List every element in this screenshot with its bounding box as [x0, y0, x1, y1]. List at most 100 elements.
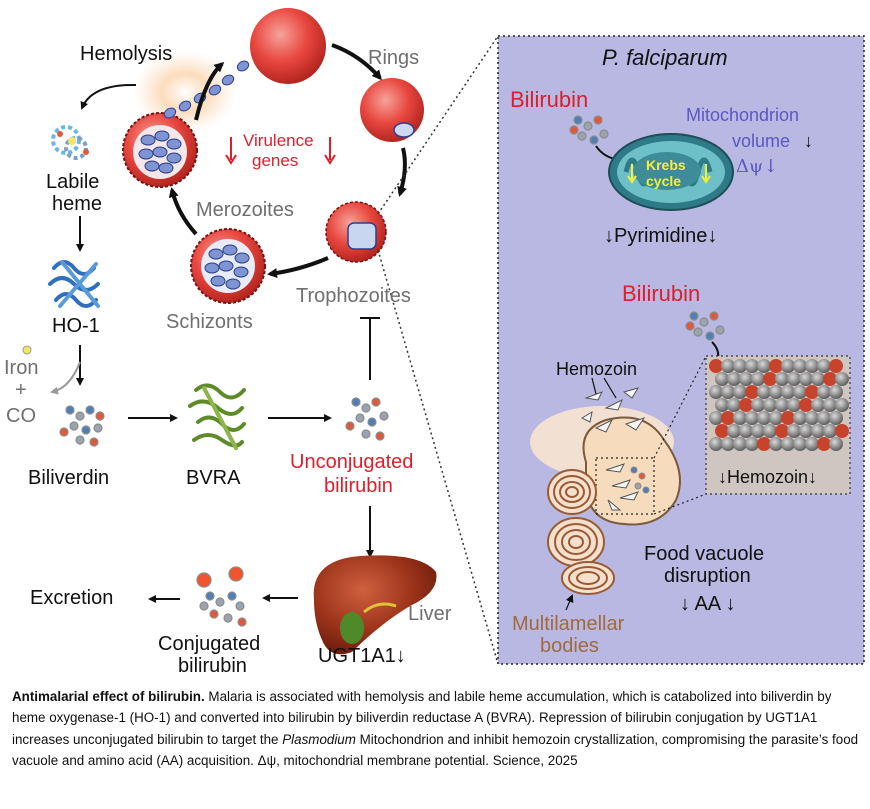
label-volume: volume: [732, 131, 791, 151]
red-blood-cell-icon: [190, 228, 266, 304]
hemozoin-sphere: [793, 411, 807, 425]
label-hemolysis: Hemolysis: [80, 43, 173, 65]
hemozoin-sphere: [769, 437, 783, 451]
hemozoin-sphere: [721, 359, 735, 373]
hemozoin-sphere: [727, 372, 741, 386]
label-excretion: Excretion: [30, 587, 114, 609]
hemozoin-crystal-icon: [709, 359, 849, 451]
hemozoin-sphere: [715, 424, 729, 438]
hemozoin-sphere: [751, 424, 765, 438]
hemozoin-sphere: [781, 437, 795, 451]
label-liver: Liver: [408, 603, 452, 625]
label-unconjugated: Unconjugated: [290, 451, 414, 473]
label-bvra: BVRA: [186, 467, 241, 489]
multilamellar-pointer: [565, 594, 574, 611]
label-iron: Iron: [4, 357, 39, 379]
hemozoin-sphere: [763, 424, 777, 438]
label-trophozoites: Trophozoites: [296, 285, 411, 307]
hemozoin-sphere: [757, 385, 771, 399]
label-rings: Rings: [368, 47, 420, 69]
label-ugt1a1: UGT1A1↓: [318, 645, 406, 667]
hemozoin-sphere: [793, 385, 807, 399]
hemozoin-sphere: [757, 411, 771, 425]
label-delta-psi: Δψ↓: [736, 156, 779, 177]
hemozoin-sphere: [817, 385, 831, 399]
hemozoin-sphere: [715, 398, 729, 412]
label-virulence: Virulence: [243, 131, 314, 150]
hemolysis-arrow: [80, 83, 137, 110]
hemozoin-sphere: [829, 359, 843, 373]
hemozoin-sphere: [805, 385, 819, 399]
hemozoin-sphere: [727, 398, 741, 412]
hemozoin-sphere: [817, 411, 831, 425]
hemozoin-sphere: [769, 359, 783, 373]
hemozoin-sphere: [775, 424, 789, 438]
hemozoin-sphere: [799, 424, 813, 438]
label-conjugated: Conjugated: [158, 633, 261, 655]
hemozoin-sphere: [763, 398, 777, 412]
krebs-cycle-arrows: [627, 164, 711, 184]
hemozoin-sphere: [721, 437, 735, 451]
hemozoin-sphere: [739, 372, 753, 386]
hemozoin-sphere: [835, 372, 849, 386]
hemozoin-sphere: [805, 411, 819, 425]
conjugated-bilirubin-icon: [196, 566, 247, 627]
hemozoin-sphere: [823, 372, 837, 386]
merozoite-icon: [138, 130, 182, 174]
hemozoin-sphere: [709, 385, 723, 399]
caption-title: Antimalarial effect of bilirubin.: [12, 689, 205, 704]
mitochondrion-icon: [608, 133, 734, 211]
hemozoin-sphere: [745, 359, 759, 373]
hemozoin-sphere: [745, 411, 759, 425]
figure-caption: Antimalarial effect of bilirubin. Malari…: [12, 686, 862, 771]
hemozoin-sphere: [751, 372, 765, 386]
caption-text-2: Mitochondrion and inhibit hemozoin cryst…: [12, 731, 859, 768]
hemozoin-sphere: [733, 359, 747, 373]
hemozoin-sphere: [799, 398, 813, 412]
hemozoin-sphere: [805, 359, 819, 373]
red-blood-cell-icon: [360, 78, 424, 142]
life-cycle-arrows: [168, 43, 407, 279]
hemozoin-sphere: [781, 385, 795, 399]
red-blood-cell-icon: [250, 8, 326, 84]
hemozoin-sphere: [835, 424, 849, 438]
hemozoin-sphere: [775, 398, 789, 412]
label-conjugated-bilirubin: bilirubin: [178, 655, 247, 677]
label-hemozoin: Hemozoin: [556, 359, 638, 379]
hemozoin-sphere: [721, 411, 735, 425]
hemozoin-sphere: [757, 359, 771, 373]
label-mitochondrion: Mitochondrion: [686, 105, 800, 125]
bilirubin-molecule-icon: [569, 115, 609, 145]
hemozoin-sphere: [799, 372, 813, 386]
caption-text-1: Malaria is associated with hemolysis and…: [12, 689, 832, 747]
hemozoin-sphere: [787, 424, 801, 438]
bilirubin-molecule-icon: [345, 397, 389, 441]
heme-molecule-icon: [51, 125, 89, 160]
hemozoin-sphere: [811, 372, 825, 386]
label-biliverdin: Biliverdin: [28, 467, 110, 489]
hemozoin-sphere: [709, 437, 723, 451]
hemozoin-sphere: [823, 424, 837, 438]
inhibition-bar: [360, 317, 380, 380]
hemozoin-sphere: [829, 437, 843, 451]
panel-title: P. falciparum: [602, 45, 728, 70]
ho1-protein-icon: [48, 260, 100, 308]
virulence-down-arrows: [225, 137, 336, 165]
red-blood-cell-icon: [325, 201, 387, 263]
label-multilamellar: Multilamellar: [512, 613, 625, 635]
label-ho1: HO-1: [52, 315, 100, 337]
hemozoin-sphere: [709, 359, 723, 373]
iron-dot: [22, 345, 32, 355]
hemozoin-sphere: [733, 437, 747, 451]
hemozoin-sphere: [781, 359, 795, 373]
label-krebs: Krebs: [646, 157, 686, 173]
hemozoin-sphere: [829, 411, 843, 425]
hemozoin-sphere: [769, 385, 783, 399]
label-unconjugated-bilirubin: bilirubin: [324, 475, 393, 497]
label-schizonts: Schizonts: [166, 311, 253, 333]
hemozoin-sphere: [781, 411, 795, 425]
hemozoin-sphere: [805, 437, 819, 451]
label-co: CO: [6, 405, 36, 427]
hemozoin-sphere: [727, 424, 741, 438]
hemozoin-sphere: [811, 424, 825, 438]
